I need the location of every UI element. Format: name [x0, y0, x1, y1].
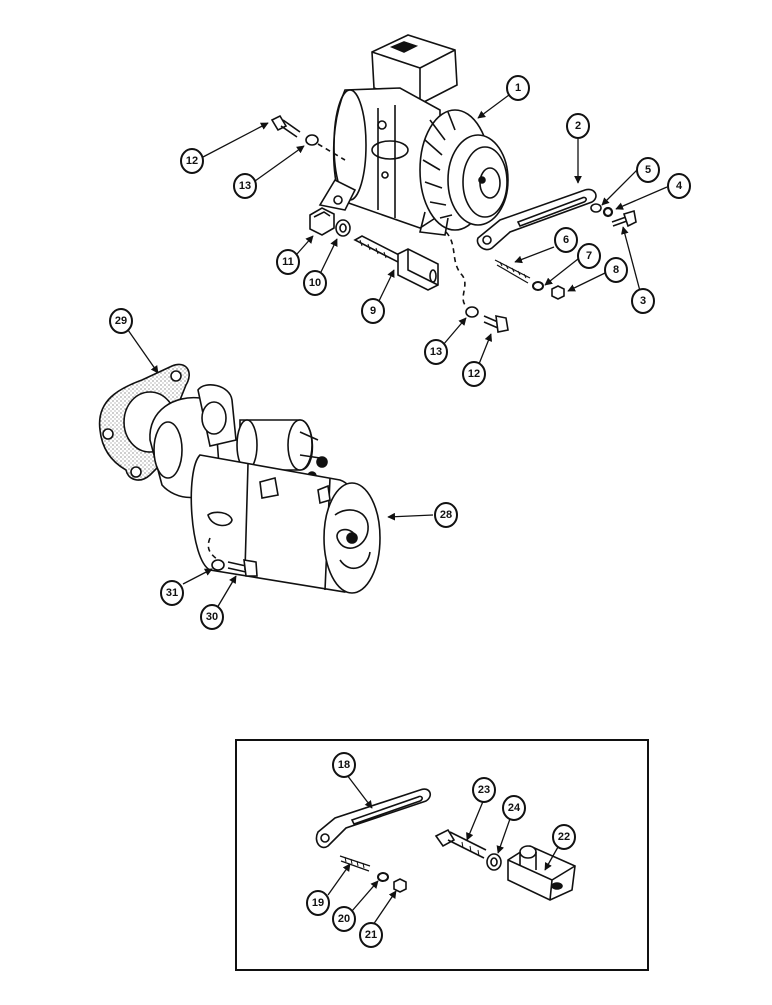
callout-29: 29 — [115, 315, 127, 327]
callout-28: 28 — [440, 509, 452, 521]
dash-line-3 — [207, 537, 219, 561]
callout-3: 3 — [640, 295, 646, 307]
alternator — [318, 34, 509, 236]
callout-12-lower: 12 — [468, 368, 480, 380]
callout-bubble — [502, 795, 526, 821]
stud-6 — [494, 259, 531, 284]
bolt-3 — [611, 209, 637, 228]
callout-bubble — [180, 148, 204, 174]
inset-bolt-23 — [434, 828, 487, 859]
callout-20: 20 — [338, 913, 350, 925]
bolt-12-lower — [483, 314, 509, 333]
callout-bubble — [306, 890, 330, 916]
leader-lines — [127, 94, 668, 926]
inset-washer-20 — [377, 872, 389, 882]
callout-bubble — [506, 75, 530, 101]
washer-31 — [211, 559, 225, 571]
callout-bubble — [434, 502, 458, 528]
callout-bubble — [577, 243, 601, 269]
callout-11: 11 — [282, 256, 294, 268]
bolt-12-upper — [270, 114, 301, 138]
callout-12-upper: 12 — [186, 155, 198, 167]
inset-stud-19 — [339, 855, 371, 872]
callout-13-lower: 13 — [430, 346, 442, 358]
washer-13-lower — [465, 306, 479, 318]
callout-bubbles — [109, 75, 691, 948]
washer-5 — [590, 203, 602, 213]
callout-5: 5 — [645, 164, 651, 176]
callout-bubble — [566, 113, 590, 139]
inset-frame — [235, 739, 649, 971]
adjusting-strap — [476, 188, 597, 251]
callout-1: 1 — [515, 82, 521, 94]
callout-30: 30 — [206, 611, 218, 623]
callout-18: 18 — [338, 759, 350, 771]
callout-4: 4 — [676, 180, 683, 192]
nut-11 — [309, 207, 335, 236]
bolt-30 — [227, 559, 258, 577]
callout-bubble — [667, 173, 691, 199]
callout-bubble — [472, 777, 496, 803]
dash-line-2 — [445, 231, 467, 307]
callout-31: 31 — [166, 587, 178, 599]
washer-13-upper — [305, 134, 319, 146]
callout-labels: 1 2 3 4 5 6 7 8 12 13 11 10 9 13 12 29 2… — [115, 82, 683, 941]
callout-bubble — [424, 339, 448, 365]
callout-8: 8 — [613, 264, 619, 276]
callout-bubble — [200, 604, 224, 630]
callout-22: 22 — [558, 831, 570, 843]
callout-bubble — [160, 580, 184, 606]
callout-6: 6 — [563, 234, 569, 246]
callout-bubble — [604, 257, 628, 283]
callout-19: 19 — [312, 897, 324, 909]
inset-strap-18 — [315, 788, 432, 849]
callout-bubble — [303, 270, 327, 296]
callout-bubble — [636, 157, 660, 183]
callout-bubble — [276, 249, 300, 275]
callout-24: 24 — [508, 802, 521, 814]
callout-2: 2 — [575, 120, 581, 132]
callout-10: 10 — [309, 277, 321, 289]
callout-bubble — [462, 361, 486, 387]
callout-bubble — [233, 173, 257, 199]
callout-bubble — [631, 288, 655, 314]
callout-bubble — [332, 906, 356, 932]
callout-13-upper: 13 — [239, 180, 251, 192]
lockwasher-4 — [602, 206, 614, 218]
callout-bubble — [359, 922, 383, 948]
spacer-shaft-9 — [353, 235, 439, 291]
inset-nut-21 — [393, 878, 407, 893]
nut-8 — [551, 285, 565, 300]
callout-bubble — [109, 308, 133, 334]
callout-21: 21 — [365, 929, 377, 941]
callout-bubble — [332, 752, 356, 778]
washer-7 — [532, 281, 544, 291]
callout-23: 23 — [478, 784, 490, 796]
callout-9: 9 — [370, 305, 376, 317]
callout-bubble — [361, 298, 385, 324]
inset-washer-24 — [486, 853, 502, 871]
callout-bubble — [552, 824, 576, 850]
callout-7: 7 — [586, 250, 592, 262]
washer-10 — [335, 219, 351, 237]
starter-motor — [149, 384, 381, 594]
callout-bubble — [554, 227, 578, 253]
inset-bracket-22 — [507, 845, 576, 901]
